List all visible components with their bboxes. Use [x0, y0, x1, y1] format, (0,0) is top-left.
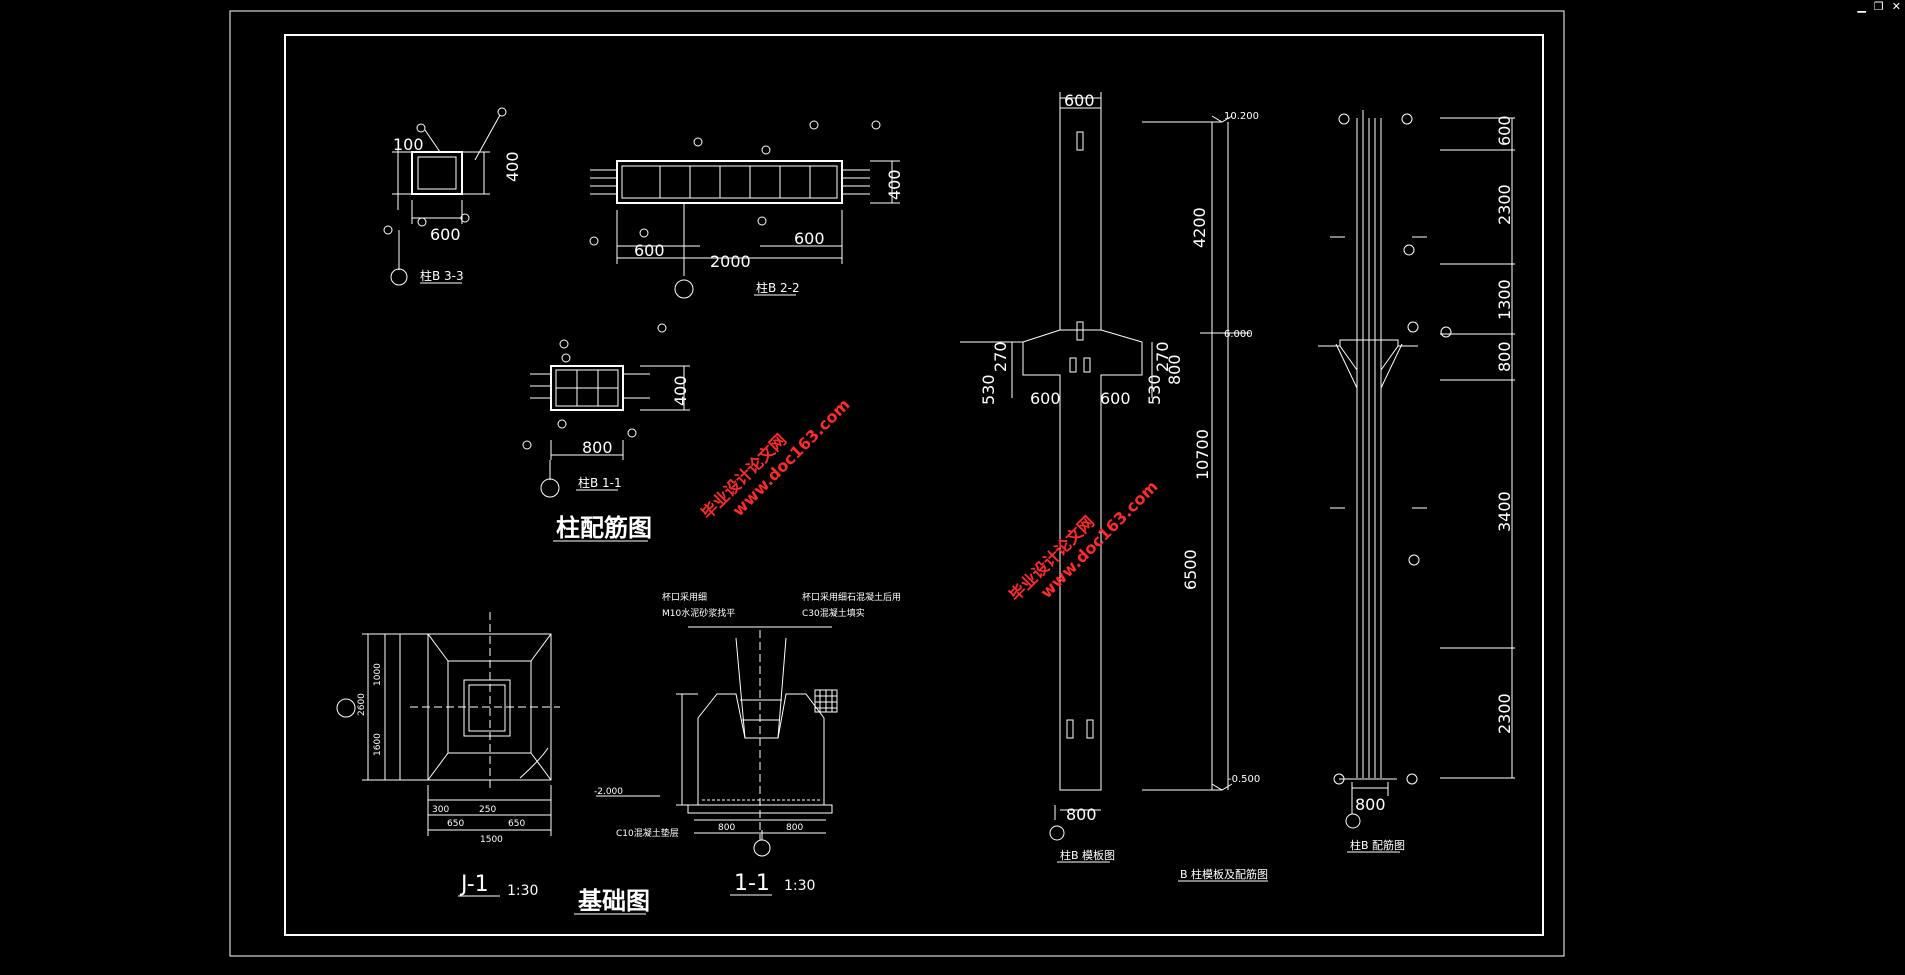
svg-text:600: 600	[1064, 91, 1095, 110]
svg-text:C10混凝土垫层: C10混凝土垫层	[616, 827, 679, 839]
svg-text:杯口采用细: 杯口采用细	[662, 591, 707, 603]
svg-text:1500: 1500	[480, 835, 503, 845]
svg-text:300: 300	[432, 805, 449, 815]
section-2-2-label: 柱B 2-2	[756, 280, 800, 295]
svg-text:1300: 1300	[1495, 279, 1514, 320]
section-3-3: 100 600 400 柱B 3-3	[383, 107, 522, 286]
svg-text:800: 800	[582, 438, 613, 457]
svg-text:250: 250	[479, 805, 496, 815]
footing-j1-label: J-1	[459, 872, 489, 897]
svg-text:www.doc163.com: www.doc163.com	[729, 395, 854, 520]
svg-text:800: 800	[786, 823, 803, 833]
column-rebar-title: 柱配筋图	[556, 514, 652, 542]
foundation-title: 基础图	[578, 887, 650, 915]
section-2-2: 600 2000 600 400 柱B 2-2	[589, 120, 904, 299]
svg-text:M10水泥砂浆找平: M10水泥砂浆找平	[662, 607, 735, 619]
svg-text:2600: 2600	[357, 693, 367, 716]
svg-text:530: 530	[979, 374, 998, 405]
svg-text:10700: 10700	[1193, 429, 1212, 480]
svg-text:杯口采用细石混凝土后用: 杯口采用细石混凝土后用	[802, 591, 901, 603]
svg-text:800: 800	[1066, 805, 1097, 824]
svg-text:C30混凝土填实: C30混凝土填实	[802, 607, 865, 619]
watermark-1: 毕业设计论文网 www.doc163.com	[697, 395, 854, 523]
svg-text:800: 800	[718, 823, 735, 833]
svg-text:2300: 2300	[1495, 693, 1514, 734]
svg-text:270: 270	[1153, 341, 1172, 372]
svg-text:600: 600	[1495, 115, 1514, 146]
b-column-label: B 柱模板及配筋图	[1180, 867, 1268, 881]
svg-text:1000: 1000	[373, 663, 383, 686]
formwork-label: 柱B 模板图	[1060, 848, 1115, 862]
section-1-1-col: 800 400 柱B 1-1	[522, 323, 690, 498]
svg-text:600: 600	[1100, 389, 1131, 408]
rebar-label: 柱B 配筋图	[1350, 838, 1405, 852]
section-3-3-label: 柱B 3-3	[420, 268, 464, 283]
minimize-icon[interactable]: ▁	[1857, 0, 1866, 13]
svg-text:800: 800	[1355, 795, 1386, 814]
inner-frame	[284, 34, 1544, 936]
svg-text:2000: 2000	[710, 252, 751, 271]
section-1-1-label: 柱B 1-1	[578, 475, 622, 490]
svg-text:1:30: 1:30	[507, 883, 538, 899]
svg-text:3400: 3400	[1495, 491, 1514, 532]
svg-text:270: 270	[991, 341, 1010, 372]
svg-text:800: 800	[1495, 341, 1514, 372]
svg-text:4200: 4200	[1190, 207, 1209, 248]
svg-text:800: 800	[1165, 354, 1184, 385]
column-rebar: 600 2300 1300 800 3400 2300 800 柱B 配筋图	[1318, 110, 1515, 853]
svg-text:www.doc163.com: www.doc163.com	[1037, 477, 1162, 602]
outer-frame	[229, 10, 1565, 957]
svg-text:100: 100	[393, 135, 424, 154]
svg-text:400: 400	[885, 169, 904, 200]
svg-text:400: 400	[503, 151, 522, 182]
svg-text:6500: 6500	[1181, 549, 1200, 590]
svg-text:600: 600	[794, 229, 825, 248]
svg-text:6.000: 6.000	[1224, 329, 1253, 340]
footing-plan-j1: 1000 2600 1600 300 250 650 650 1500 J-1 …	[336, 612, 560, 899]
svg-text:530: 530	[1145, 374, 1164, 405]
footing-section-label: 1-1	[734, 871, 770, 896]
svg-text:400: 400	[671, 375, 690, 406]
svg-text:650: 650	[447, 819, 464, 829]
svg-text:1:30: 1:30	[784, 878, 815, 894]
svg-text:1600: 1600	[373, 733, 383, 756]
svg-text:600: 600	[1030, 389, 1061, 408]
restore-icon[interactable]: ❐	[1873, 0, 1884, 13]
elevation-dims: 10.200 6.000 -0.500 4200 10700 6500 800 …	[1142, 111, 1268, 882]
svg-text:-2.000: -2.000	[594, 787, 623, 797]
window-controls: ▁ ❐ ✕	[1857, 0, 1901, 16]
watermark-2: 毕业设计论文网 www.doc163.com	[1005, 477, 1162, 605]
svg-text:600: 600	[430, 225, 461, 244]
svg-text:-0.500: -0.500	[1228, 774, 1260, 785]
close-icon[interactable]: ✕	[1891, 0, 1901, 13]
column-formwork: 600 800 600 600 270 530 270 530 柱B 模板图	[960, 91, 1172, 863]
svg-text:10.200: 10.200	[1224, 111, 1259, 122]
footing-section-1-1: 杯口采用细 M10水泥砂浆找平 杯口采用细石混凝土后用 C30混凝土填实 -2.…	[594, 591, 901, 896]
svg-text:600: 600	[634, 241, 665, 260]
svg-text:2300: 2300	[1495, 184, 1514, 225]
svg-text:650: 650	[508, 819, 525, 829]
